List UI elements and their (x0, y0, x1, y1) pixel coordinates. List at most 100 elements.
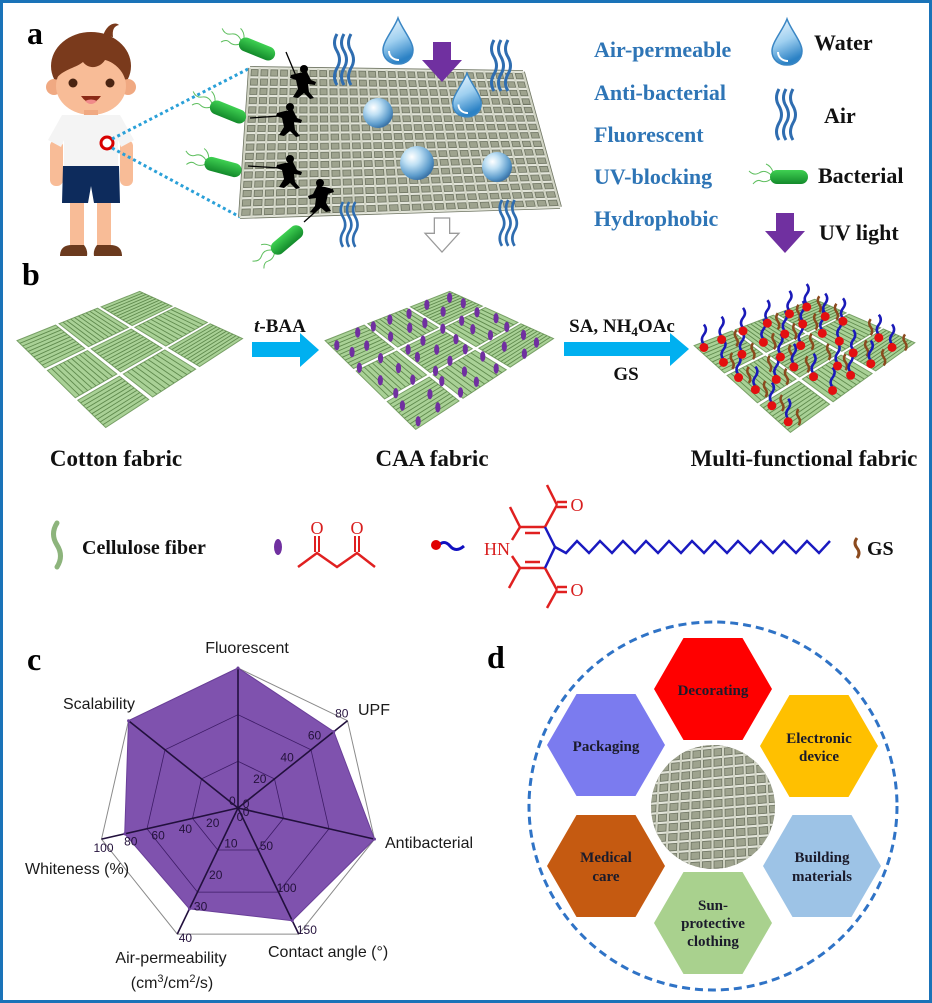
cellulose-fiber-stripe (426, 298, 467, 317)
boy-neck (84, 110, 98, 118)
cellulose-fiber-stripe (174, 326, 217, 352)
step-2-reagents: SA, NH4OAc (569, 316, 675, 339)
cellulose-fiber-stripe (750, 323, 782, 346)
cellulose-fiber-stripe (70, 318, 101, 342)
gs-squiggle (729, 352, 735, 370)
acetoacetyl-group-dot (501, 341, 507, 352)
fluorophore-tail (839, 297, 847, 320)
alkyl-chain (554, 539, 831, 555)
cellulose-fiber-stripe (462, 357, 494, 379)
cellulose-fiber-stripe (146, 320, 179, 340)
gs-squiggle (867, 318, 874, 336)
radar-data-point (332, 730, 336, 734)
gs-squiggle (808, 332, 815, 351)
cellulose-fiber-stripe (67, 360, 97, 387)
cellulose-fiber-stripe (30, 336, 71, 355)
gs-squiggle-icon (853, 537, 861, 559)
cellulose-fiber-stripe (180, 329, 224, 356)
cellulose-fiber-stripe (158, 315, 191, 333)
cellulose-fiber-stripe (497, 332, 541, 360)
hexagon-label-line: clothing (687, 934, 739, 950)
cellulose-fiber-stripe (170, 309, 204, 326)
cellulose-fiber-stripe (62, 321, 93, 346)
fluorophore-head (874, 333, 884, 343)
mesh-warp-yarn (492, 71, 527, 209)
bacterium-icon (220, 27, 276, 61)
cellulose-fiber-stripe (801, 309, 841, 329)
gs-squiggle (804, 355, 811, 373)
radar-axis-line (128, 720, 239, 809)
gs-squiggle (842, 353, 849, 371)
bacterium-icon (185, 148, 242, 178)
cellulose-fiber-stripe (196, 336, 240, 366)
gs-squiggle (771, 332, 777, 351)
air-waves-icon (498, 199, 519, 247)
mesh-warp-yarn (721, 745, 726, 869)
boy-leg-right (97, 200, 111, 247)
axis-unit-air-permeability: (cm3/cm2/s) (131, 973, 213, 992)
cellulose-fiber-stripe (119, 299, 160, 319)
boy-shirt (48, 115, 134, 168)
mesh-warp-yarn (356, 69, 367, 214)
radar-tick-label: 80 (335, 707, 349, 721)
cellulose-fiber-stripe (398, 386, 442, 414)
boy-shoe-right (93, 245, 122, 256)
gs-squiggle (733, 329, 740, 348)
axis-label-fluorescent: Fluorescent (205, 640, 289, 657)
step-1-italic-prefix: t (254, 316, 260, 337)
acetoacetyl-group-dot (414, 351, 421, 363)
cellulose-fiber-stripe (359, 368, 390, 397)
hexagon-label: Decorating (678, 683, 749, 699)
cellulose-fiber-stripe (93, 330, 135, 352)
cellulose-fiber-stripe (99, 334, 141, 357)
boy-shorts (62, 166, 120, 203)
radar-tick-label: 20 (209, 868, 223, 882)
mesh-warp-yarn (414, 70, 436, 212)
fluorophore-head (717, 335, 727, 345)
radar-tick-label: 10 (224, 836, 238, 850)
air-waves-icon (490, 39, 512, 92)
acetoacetyl-group-dot (370, 321, 376, 332)
mesh-warp-yarn (238, 67, 252, 218)
fluorophore-head (846, 370, 856, 380)
cellulose-fiber-stripe (466, 354, 498, 376)
fluorophore-head (798, 319, 808, 329)
cellulose-fiber-stripe (177, 327, 221, 354)
radar-tick-label: 0 (229, 794, 236, 808)
cellulose-fiber-stripe (78, 315, 109, 338)
fluorophore-tail (718, 315, 725, 338)
acetoacetyl-group-dot (447, 355, 453, 367)
fluorophore-head (809, 372, 819, 382)
radar-axis-line (237, 807, 375, 840)
fabric-yarn-tile (726, 355, 797, 404)
fabric-yarn-tile (167, 323, 244, 368)
radar-tick-label: 20 (253, 772, 267, 786)
cellulose-fiber-stripe (150, 319, 183, 337)
gs-squiggle (825, 343, 832, 361)
cellulose-fiber-stripe (796, 351, 836, 376)
hexagon-shape (654, 872, 772, 974)
swordsman-silhouette-icon (285, 51, 316, 99)
acetoacetyl-group-dot (435, 402, 441, 413)
axis-label-scalability: Scalability (63, 696, 135, 713)
cellulose-fiber-stripe (55, 366, 84, 394)
cellulose-fiber-stripe (79, 354, 109, 380)
unit-part: /cm (164, 975, 190, 992)
cellulose-fiber-stripe (406, 393, 451, 422)
boy-eye-left (68, 78, 78, 88)
mesh-warp-yarn (250, 68, 261, 217)
cellulose-fiber-stripe (438, 304, 480, 325)
axis-label-air-permeability: Air-permeability (115, 950, 226, 967)
cellulose-fiber-stripe (336, 334, 377, 353)
fluorophore-head (887, 342, 897, 352)
cellulose-fiber-stripe (404, 390, 448, 419)
cellulose-fiber-stripe (128, 304, 169, 325)
boy-hair-tuft (103, 23, 119, 37)
fluorophore-head (838, 316, 848, 326)
gs-label: GS (867, 538, 894, 560)
mesh-warp-yarn (404, 70, 424, 212)
radar-data-point (372, 837, 376, 841)
cellulose-fiber-stripe (825, 364, 857, 386)
